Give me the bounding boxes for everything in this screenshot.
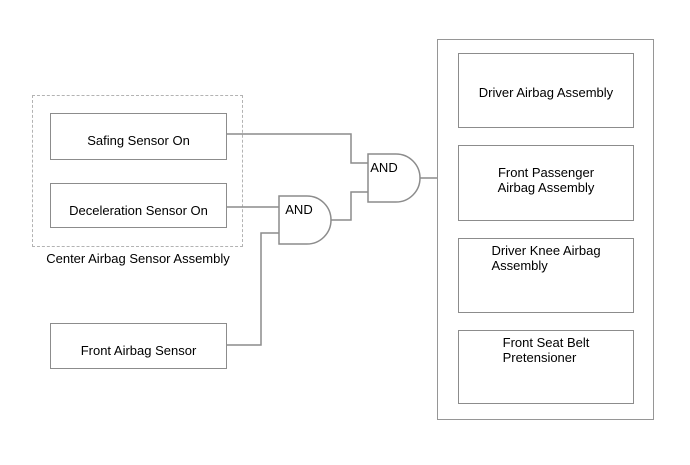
driver-airbag-assembly-label: Driver Airbag Assembly	[478, 85, 614, 100]
wire-gate2-to-gate1	[331, 191, 368, 221]
front-airbag-sensor-label: Front Airbag Sensor	[80, 343, 197, 358]
output-assemblies-container: Driver Airbag Assembly Front Passenger A…	[437, 39, 654, 420]
safing-sensor-box: Safing Sensor On	[50, 113, 227, 160]
deceleration-sensor-box: Deceleration Sensor On	[50, 183, 227, 228]
deceleration-sensor-label: Deceleration Sensor On	[69, 203, 208, 218]
and-gate-1-label: AND	[370, 160, 397, 175]
safing-sensor-label: Safing Sensor On	[87, 133, 190, 148]
and-gate-2	[278, 195, 332, 245]
front-passenger-airbag-assembly-box: Front Passenger Airbag Assembly	[458, 145, 634, 221]
front-airbag-sensor-box: Front Airbag Sensor	[50, 323, 227, 369]
front-passenger-airbag-assembly-label: Front Passenger Airbag Assembly	[497, 165, 595, 195]
front-seat-belt-pretensioner-label: Front Seat Belt Pretensioner	[502, 335, 590, 365]
and-gate-2-label: AND	[285, 202, 312, 217]
center-airbag-sensor-assembly-group	[32, 95, 243, 247]
wire-safing-to-gate1	[227, 133, 368, 164]
driver-knee-airbag-assembly-box: Driver Knee Airbag Assembly	[458, 238, 634, 313]
center-assembly-caption: Center Airbag Sensor Assembly	[46, 251, 230, 266]
driver-airbag-assembly-box: Driver Airbag Assembly	[458, 53, 634, 128]
wire-front-sensor-to-gate2	[227, 232, 279, 346]
and-gate-1	[367, 153, 421, 203]
front-seat-belt-pretensioner-box: Front Seat Belt Pretensioner	[458, 330, 634, 404]
driver-knee-airbag-assembly-label: Driver Knee Airbag Assembly	[491, 243, 601, 273]
